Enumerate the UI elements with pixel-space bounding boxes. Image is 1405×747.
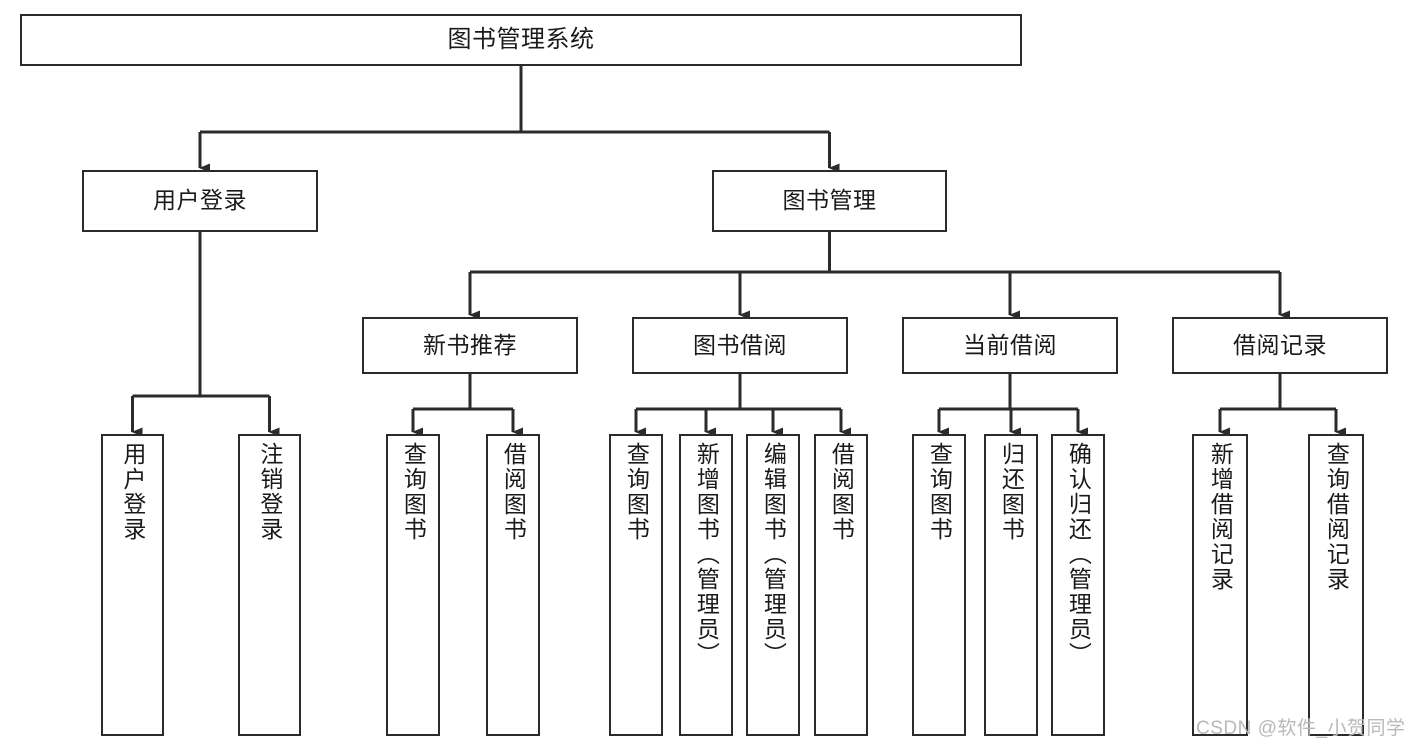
node-leaf-return-book[interactable]: 归还图书	[984, 434, 1038, 736]
node-leaf-edit-book[interactable]: 编辑图书（管理员）	[746, 434, 800, 736]
node-label: 确认归还（管理员）	[1065, 442, 1092, 667]
node-leaf-query-book-rec[interactable]: 查询图书	[386, 434, 440, 736]
node-label: 新增图书（管理员）	[693, 442, 720, 667]
node-label: 用户登录	[119, 442, 146, 542]
node-label: 查询图书	[623, 442, 650, 542]
node-leaf-borrow-book[interactable]: 借阅图书	[814, 434, 868, 736]
node-leaf-query-record[interactable]: 查询借阅记录	[1308, 434, 1364, 736]
node-label: 编辑图书（管理员）	[760, 442, 787, 667]
node-label: 查询图书	[926, 442, 953, 542]
node-leaf-query-book-borrow[interactable]: 查询图书	[609, 434, 663, 736]
node-leaf-add-record[interactable]: 新增借阅记录	[1192, 434, 1248, 736]
node-root-title[interactable]: 图书管理系统	[20, 14, 1022, 66]
node-label: 图书借阅	[693, 331, 787, 358]
node-leaf-logout[interactable]: 注销登录	[238, 434, 301, 736]
node-label: 借阅记录	[1233, 331, 1327, 358]
node-label: 注销登录	[256, 442, 283, 542]
node-leaf-confirm-return[interactable]: 确认归还（管理员）	[1051, 434, 1105, 736]
node-label: 借阅图书	[500, 442, 527, 542]
node-label: 查询图书	[400, 442, 427, 542]
node-label: 图书管理系统	[447, 25, 595, 53]
node-label: 图书管理	[782, 187, 877, 214]
node-book-borrow[interactable]: 图书借阅	[632, 317, 848, 374]
node-leaf-query-book-cur[interactable]: 查询图书	[912, 434, 966, 736]
node-new-book-recommend[interactable]: 新书推荐	[362, 317, 578, 374]
node-leaf-user-login[interactable]: 用户登录	[101, 434, 164, 736]
node-book-manage[interactable]: 图书管理	[712, 170, 947, 232]
node-label: 归还图书	[998, 442, 1025, 542]
node-user-login[interactable]: 用户登录	[82, 170, 318, 232]
node-leaf-borrow-book-rec[interactable]: 借阅图书	[486, 434, 540, 736]
node-label: 新增借阅记录	[1207, 442, 1234, 592]
node-label: 新书推荐	[423, 331, 517, 358]
node-current-borrow[interactable]: 当前借阅	[902, 317, 1118, 374]
node-label: 用户登录	[153, 187, 247, 214]
node-label: 当前借阅	[963, 331, 1057, 358]
node-label: 借阅图书	[828, 442, 855, 542]
node-borrow-record[interactable]: 借阅记录	[1172, 317, 1388, 374]
node-label: 查询借阅记录	[1323, 442, 1350, 592]
node-leaf-add-book[interactable]: 新增图书（管理员）	[679, 434, 733, 736]
